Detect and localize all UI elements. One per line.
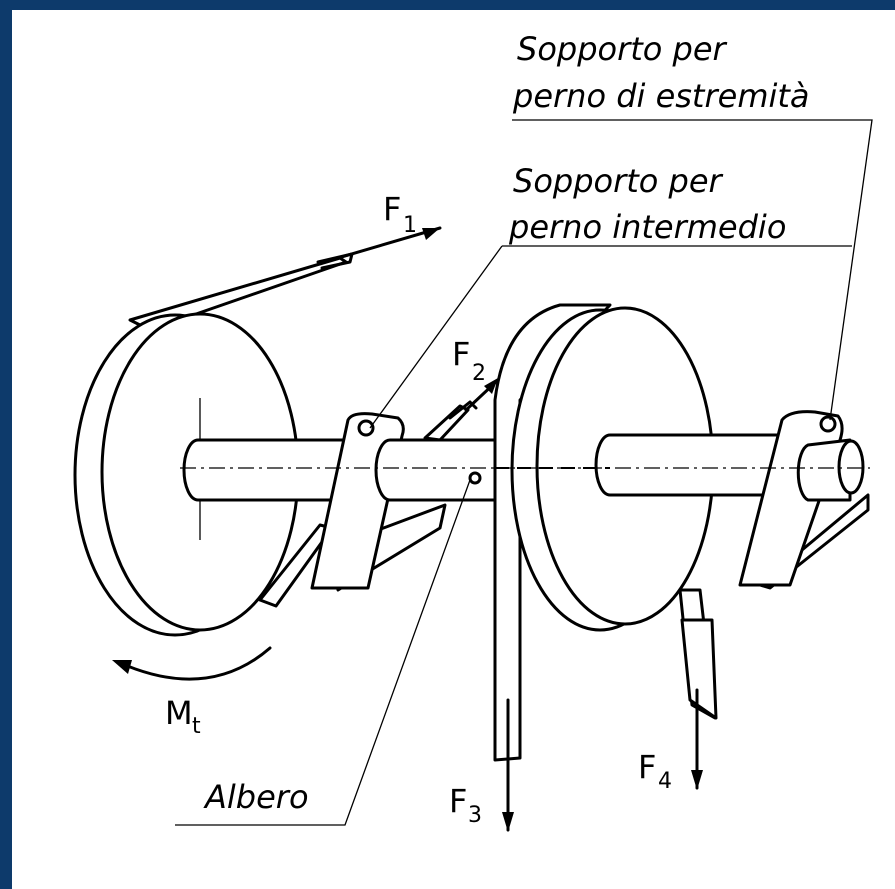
label-mt: M: [165, 694, 193, 732]
force-arrow-f2: [464, 378, 500, 412]
force-arrow-f1: [336, 226, 442, 260]
label-support-mid-line2: perno intermedio: [508, 208, 786, 246]
force-arrow-f3: [502, 698, 514, 832]
label-f2: F: [452, 335, 470, 373]
label-f4: F: [638, 748, 656, 786]
left-pulley: [73, 312, 300, 637]
end-support: [738, 410, 870, 590]
label-support-end-line1: Sopporto per: [517, 30, 728, 68]
label-f3: F: [449, 782, 467, 820]
label-f1: F: [383, 190, 401, 228]
label-support-end-line2: perno di estremità: [512, 77, 810, 115]
label-f4-sub: 4: [658, 769, 672, 794]
label-f2-sub: 2: [472, 361, 486, 386]
shaft-segment-middle: [374, 438, 502, 502]
label-support-mid-line1: Sopporto per: [513, 162, 724, 200]
label-f3-sub: 3: [468, 803, 482, 828]
leader-lines: [175, 119, 873, 826]
label-f1-sub: 1: [403, 213, 417, 238]
torque-arrow-mt: [112, 646, 272, 681]
label-shaft: Albero: [203, 778, 309, 816]
right-pulley: [493, 303, 718, 762]
force-arrow-f4: [691, 688, 703, 790]
label-mt-sub: t: [192, 714, 201, 739]
shaft-segment-right: [594, 433, 802, 497]
